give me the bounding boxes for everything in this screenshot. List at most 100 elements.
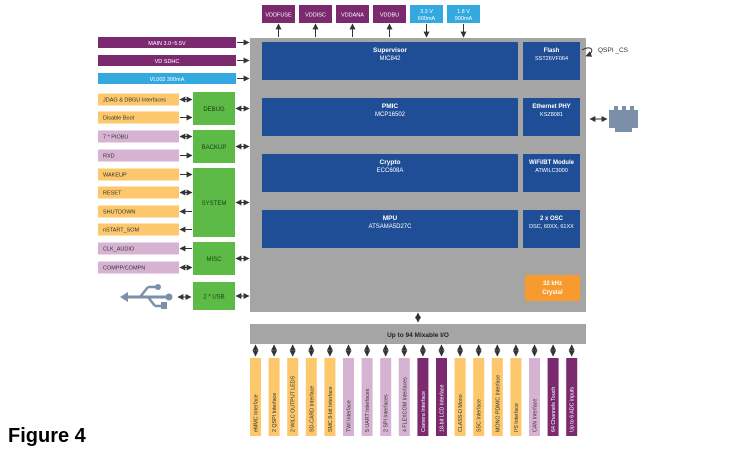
side-block-title: 2 x OSC: [540, 216, 564, 222]
side-block-title: Ethernet PHY: [532, 104, 570, 110]
side-block: [523, 98, 580, 136]
interface-label: Up to 6 ADC inputs: [570, 387, 576, 432]
side-block-title: Flash: [544, 48, 560, 54]
signal-box: [98, 93, 179, 106]
signal-label: 7 * PIOBU: [103, 135, 128, 141]
signal-label: SHUTDOWN: [103, 210, 135, 216]
interface-box: [287, 358, 299, 436]
interface-box: [436, 358, 447, 436]
group-label: MISC: [207, 257, 223, 263]
core-block-title: Supervisor: [373, 47, 407, 54]
qspi-loop-arrow: [581, 47, 593, 57]
power-input-label: VD SDHC: [155, 59, 180, 65]
signal-box: [98, 186, 179, 199]
supply-box: [336, 5, 369, 23]
signal-box: [98, 242, 179, 255]
supply-box: [373, 5, 406, 23]
interface-label: 2 QSPI Interface: [272, 393, 278, 432]
interface-label: SSC Interface: [477, 399, 483, 432]
interface-label: MONO PDMIC Interface: [495, 375, 501, 432]
interface-box: [250, 358, 261, 436]
side-block: [523, 210, 580, 248]
group-box: [193, 168, 235, 237]
signal-box: [98, 149, 179, 162]
supply-current: 600mA: [418, 16, 436, 22]
interface-box: [268, 358, 280, 436]
signal-label: Disable Boot: [103, 116, 135, 122]
core-block-part: MIC842: [379, 56, 401, 62]
core-block: [262, 98, 518, 136]
interface-box: [473, 358, 485, 436]
side-block: [523, 42, 580, 80]
left-power-inputs: MAIN 3.0~5.5V VD SDHC VL002 300mA: [98, 37, 250, 84]
group-label: 2 * USB: [203, 295, 224, 301]
signal-label: JDAG & DBGU Interfaces: [103, 98, 166, 104]
supply-label: VDDISC: [305, 13, 326, 19]
supply-label: 1.8 V: [457, 9, 470, 15]
supply-box: [262, 5, 295, 23]
supply-label: 3.3 V: [420, 9, 433, 15]
group-label: BACKUP: [202, 145, 227, 151]
group-label: SYSTEM: [202, 201, 227, 207]
ethernet-connector-icon: [609, 106, 638, 132]
core-block-title: Crypto: [380, 159, 401, 166]
io-bar: [250, 324, 586, 344]
interface-label: SMC 8-bit Interface: [328, 386, 334, 432]
side-block-title: WiFi/BT Module: [529, 160, 575, 166]
group-box: [193, 130, 235, 163]
interface-label: CAN Interface: [533, 399, 539, 432]
power-input-label: VL002 300mA: [150, 77, 185, 83]
interface-box: [529, 358, 540, 436]
figure-label: Figure 4: [8, 425, 87, 447]
interface-box: [324, 358, 336, 436]
crystal-title: 32 kHz: [543, 281, 562, 287]
qspi-label: QSPI _CS: [598, 47, 629, 54]
power-input-label: MAIN 3.0~5.5V: [148, 41, 186, 47]
side-block-part: KSZ8081: [540, 112, 563, 118]
group-box: [193, 242, 235, 275]
core-block-title: PMIC: [382, 103, 399, 110]
group-box: [193, 92, 235, 125]
side-block-part: DSC, 60XX, 61XX: [529, 224, 574, 230]
usb-icon: [120, 284, 173, 309]
supply-label: VDDFUSE: [265, 13, 292, 19]
power-input-box: [98, 37, 236, 48]
interface-box: [343, 358, 354, 436]
interface-label: CLASS-D Mono: [458, 394, 464, 432]
io-bar-label: Up to 94 Mixable I/O: [387, 332, 449, 339]
supply-current: 900mA: [455, 16, 473, 22]
signal-label: RXD: [103, 154, 115, 160]
interface-label: 2 SPI Interfaces: [384, 394, 390, 432]
interface-label: Camera Interface: [421, 391, 427, 432]
group-box: [193, 282, 235, 310]
core-block: [262, 210, 518, 248]
core-block: [262, 42, 518, 80]
signal-box: [98, 205, 179, 218]
core-block-part: ECC608A: [377, 168, 404, 174]
interface-box: [305, 358, 317, 436]
crystal-block: [525, 275, 580, 301]
bottom-interfaces: eMMC Interface 2 QSPI Interface 2 WILC OUT…: [250, 344, 578, 436]
interface-box: [510, 358, 522, 436]
side-block: [523, 154, 580, 192]
core-block-part: MCP16502: [375, 112, 406, 118]
side-block-part: ATWILC3000: [535, 168, 568, 174]
interface-label: eMMC Interface: [254, 394, 260, 432]
side-block-part: SST26VF064: [535, 56, 568, 62]
crystal-sub: Crystal: [542, 290, 563, 296]
supply-box: [447, 5, 480, 23]
signal-box: [98, 130, 179, 143]
core-block-part: ATSAMA5D27C: [369, 224, 413, 230]
interface-label: 2 WILC OUTPUT LEDS: [291, 375, 297, 432]
interface-box: [454, 358, 466, 436]
interface-box: [417, 358, 429, 436]
core-block-title: MPU: [383, 215, 398, 222]
interface-label: I²S Interface: [514, 403, 520, 432]
signal-box: [98, 111, 179, 124]
signal-label: RESET: [103, 191, 122, 197]
supply-label: VDDANA: [341, 13, 364, 19]
interface-label: 4 FLEXCOM Interfaces: [402, 377, 408, 432]
